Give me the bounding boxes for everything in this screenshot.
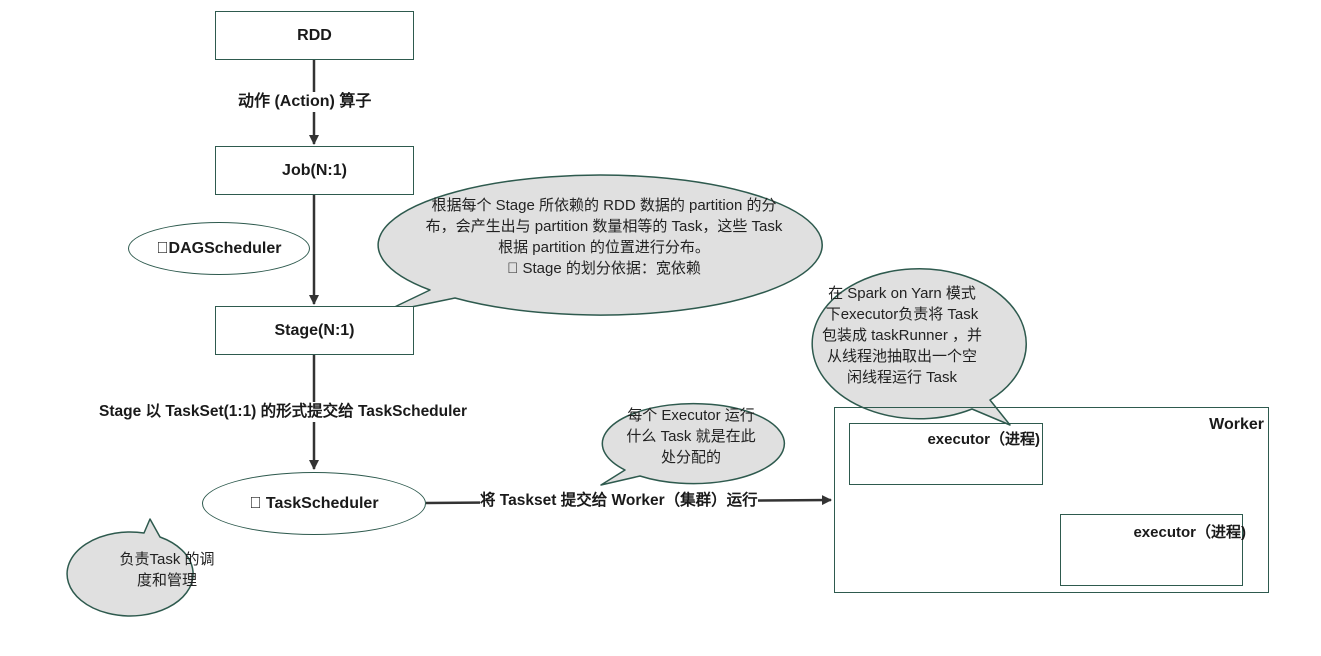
scheduler-note-line-2: 度和管理 (136, 572, 197, 589)
yarn-note-line-4: 从线程池抽取出一个空 (826, 348, 977, 365)
stage-note-line-3: 根据 partition 的位置进行分布。 (498, 239, 710, 256)
executor-box-1: executor（进程) (849, 423, 1043, 485)
stage-box: Stage(N:1) (215, 306, 414, 355)
yarn-note-line-2: 下executor负责将 Task (825, 306, 979, 323)
stage-note-text: 根据每个 Stage 所依赖的 RDD 数据的 partition 的分 布，会… (382, 195, 826, 279)
scheduler-note-text: 负责Task 的调 度和管理 (104, 549, 230, 591)
scheduler-note-line-1: 负责Task 的调 (119, 551, 215, 568)
action-edge-label: 动作 (Action) 算子 (238, 92, 372, 112)
executor-note-line-1: 每个 Executor 运行 (627, 407, 755, 424)
stage-note-line-2: 布，会产生出与 partition 数量相等的 Task，这些 Task (425, 218, 783, 235)
yarn-note-bubble (811, 268, 1027, 426)
stage-label: Stage(N:1) (274, 321, 355, 339)
executor-box-2: executor（进程) (1060, 514, 1246, 586)
worker-label: Worker (1209, 416, 1264, 433)
executor-note-bubble (600, 402, 786, 486)
rdd-label: RDD (297, 26, 332, 44)
rdd-box: RDD (215, 11, 414, 60)
stage-note-line-1: 根据每个 Stage 所依赖的 RDD 数据的 partition 的分 (431, 197, 777, 214)
stage-note-bubble (377, 174, 823, 316)
scheduler-note-bubble (66, 518, 194, 617)
dag-scheduler-ellipse: DAGScheduler (128, 222, 310, 275)
yarn-note-line-1: 在 Spark on Yarn 模式 (828, 285, 976, 302)
task-scheduler-label:  TaskScheduler (249, 494, 378, 512)
job-label: Job(N:1) (282, 161, 347, 179)
taskset-edge-label: Stage 以 TaskSet(1:1) 的形式提交给 TaskSchedule… (99, 402, 468, 422)
executor-note-line-3: 处分配的 (660, 449, 721, 466)
yarn-note-line-3: 包装成 taskRunner ，并 (821, 327, 983, 344)
submit-edge-label: 将 Taskset 提交给 Worker（集群）运行 (480, 491, 758, 511)
yarn-note-text: 在 Spark on Yarn 模式 下executor负责将 Task 包装成… (795, 283, 1009, 388)
executor-note-line-2: 什么 Task 就是在此 (626, 428, 756, 445)
executor-label-1: executor（进程) (927, 431, 1040, 448)
task-scheduler-ellipse:  TaskScheduler (202, 472, 426, 535)
dag-scheduler-label: DAGScheduler (157, 239, 282, 257)
worker-box: Worker (834, 407, 1269, 593)
yarn-note-line-5: 闲线程运行 Task (846, 369, 957, 386)
job-box: Job(N:1) (215, 146, 414, 195)
stage-note-line-4:  Stage 的划分依据：宽依赖 (507, 260, 701, 277)
executor-label-2: executor（进程) (1133, 524, 1246, 541)
executor-note-text: 每个 Executor 运行 什么 Task 就是在此 处分配的 (600, 405, 782, 468)
